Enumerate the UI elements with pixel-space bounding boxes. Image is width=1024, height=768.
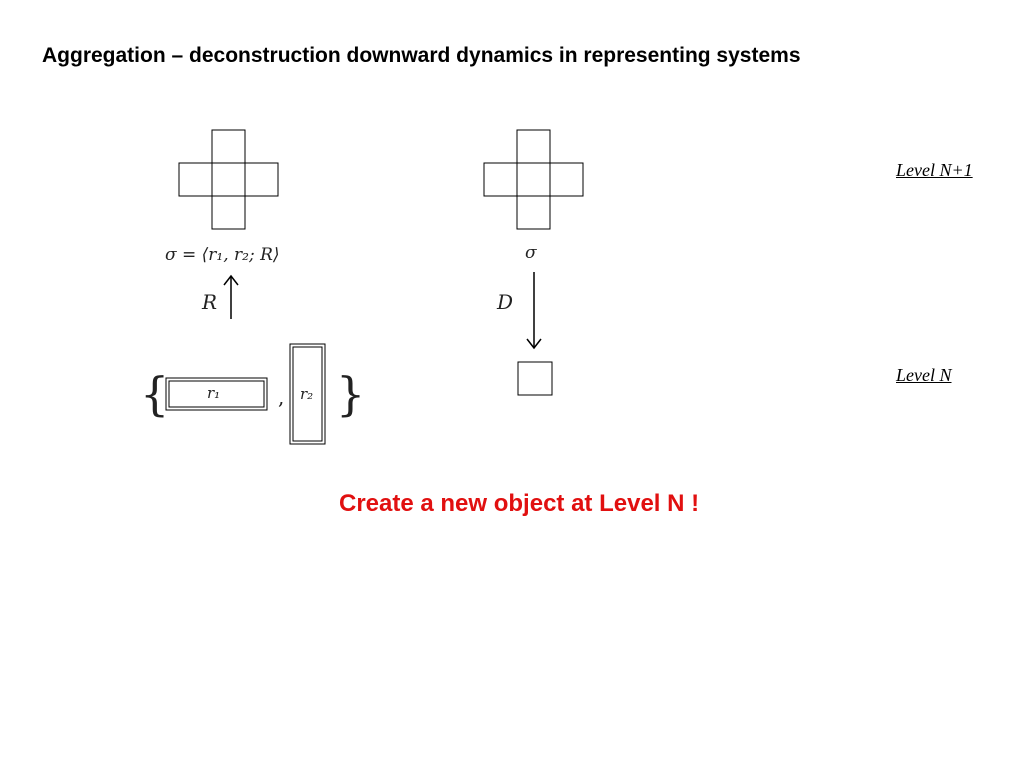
cross-cell-top [211, 129, 246, 164]
relation-r-label: R [201, 290, 217, 314]
left-cross-shape [178, 129, 279, 230]
component-r2-label: r₂ [300, 385, 313, 403]
component-r1 [165, 377, 268, 411]
component-r1-label: r₁ [207, 384, 220, 402]
cross-cell-right [549, 162, 584, 197]
deconstruction-d-label: D [496, 290, 513, 314]
slide-title: Aggregation – deconstruction downward dy… [42, 44, 801, 67]
new-object-square [517, 361, 553, 396]
cross-cell-bottom [516, 195, 551, 230]
down-arrow [526, 272, 542, 350]
sigma-label: σ [525, 243, 537, 263]
level-upper-label: Level N+1 [896, 160, 973, 180]
sigma-formula: σ = ⟨r₁, r₂; R⟩ [165, 245, 280, 265]
callout-message: Create a new object at Level N ! [339, 490, 700, 517]
component-r2 [289, 343, 326, 445]
right-cross-shape [483, 129, 584, 230]
up-arrow [223, 274, 239, 319]
set-open-brace: { [140, 367, 169, 421]
cross-cell-right [244, 162, 279, 197]
level-lower-label: Level N [896, 365, 952, 385]
cross-cell-top [516, 129, 551, 164]
set-close-brace: } [336, 367, 365, 421]
cross-cell-center [211, 162, 246, 197]
cross-cell-left [178, 162, 213, 197]
cross-cell-left [483, 162, 518, 197]
cross-cell-bottom [211, 195, 246, 230]
cross-cell-center [516, 162, 551, 197]
set-separator: , [278, 385, 284, 409]
